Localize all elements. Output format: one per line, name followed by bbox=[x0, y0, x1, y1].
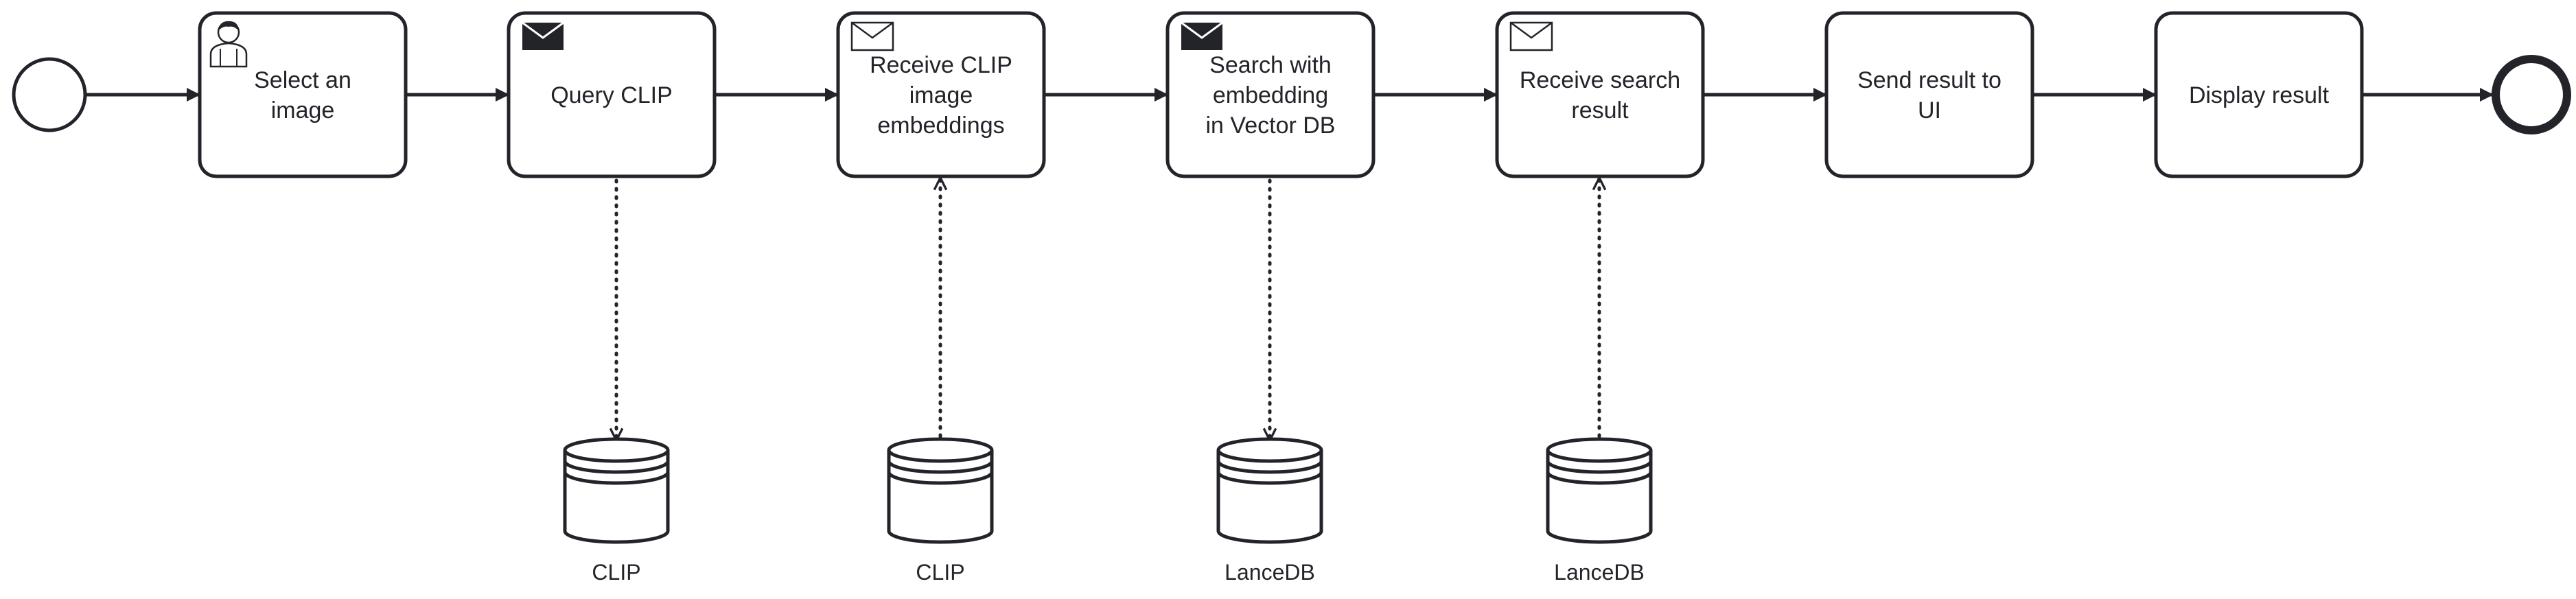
send-message-icon bbox=[522, 21, 564, 50]
data-store-label: LanceDB bbox=[1225, 560, 1315, 585]
task-label-line: embeddings bbox=[877, 113, 1004, 139]
end-event[interactable] bbox=[2492, 55, 2571, 134]
task-label-line: image bbox=[909, 82, 973, 108]
task-label-line: Query CLIP bbox=[550, 82, 673, 108]
task-box bbox=[1495, 11, 1705, 178]
data-store-s3[interactable]: LanceDB bbox=[1216, 437, 1323, 585]
start-event[interactable] bbox=[12, 57, 87, 132]
data-store-s2[interactable]: CLIP bbox=[887, 437, 994, 585]
data-store-s4[interactable]: LanceDB bbox=[1546, 437, 1653, 585]
database-icon bbox=[1216, 437, 1323, 544]
task-label-line: Send result to bbox=[1857, 67, 2001, 93]
task-t7[interactable]: Display result bbox=[2154, 11, 2364, 178]
task-label-line: Receive CLIP bbox=[870, 52, 1012, 78]
data-store-label: CLIP bbox=[916, 560, 964, 585]
task-t5[interactable]: Receive search result bbox=[1495, 11, 1705, 178]
task-label-line: Select an bbox=[254, 67, 351, 93]
task-t4[interactable]: Search with embedding in Vector DB bbox=[1165, 11, 1376, 178]
task-t3[interactable]: Receive CLIP image embeddings bbox=[836, 11, 1046, 178]
send-message-icon bbox=[1181, 21, 1223, 50]
task-t1[interactable]: Select an image bbox=[198, 11, 408, 178]
task-box bbox=[836, 11, 1046, 178]
task-box bbox=[2154, 11, 2364, 178]
data-stores: CLIP CLIP LanceDB LanceDB bbox=[563, 437, 1653, 585]
task-box bbox=[1824, 11, 2034, 178]
receive-message-icon bbox=[850, 21, 894, 51]
task-label-line: Search with bbox=[1209, 52, 1332, 78]
data-associations bbox=[616, 176, 1599, 443]
task-t2[interactable]: Query CLIP bbox=[507, 11, 717, 178]
database-icon bbox=[887, 437, 994, 544]
task-label-line: UI bbox=[1918, 97, 1941, 124]
task-box bbox=[1165, 11, 1376, 178]
database-icon bbox=[563, 437, 670, 544]
task-box bbox=[198, 11, 408, 178]
database-icon bbox=[1546, 437, 1653, 544]
task-label-line: Display result bbox=[2189, 82, 2330, 108]
task-label-line: in Vector DB bbox=[1206, 113, 1336, 139]
receive-message-icon bbox=[1509, 21, 1553, 51]
task-label-line: result bbox=[1571, 97, 1629, 124]
tasks: Select an image Query CLIP Receive CLIP imag… bbox=[198, 11, 2364, 178]
data-store-label: CLIP bbox=[592, 560, 640, 585]
task-box bbox=[507, 11, 717, 178]
task-label-line: Receive search bbox=[1520, 67, 1680, 93]
task-label-line: image bbox=[271, 97, 335, 124]
data-store-s1[interactable]: CLIP bbox=[563, 437, 670, 585]
task-label-line: embedding bbox=[1213, 82, 1328, 108]
user-task-icon bbox=[209, 21, 248, 68]
data-store-label: LanceDB bbox=[1554, 560, 1645, 585]
task-t6[interactable]: Send result to UI bbox=[1824, 11, 2034, 178]
